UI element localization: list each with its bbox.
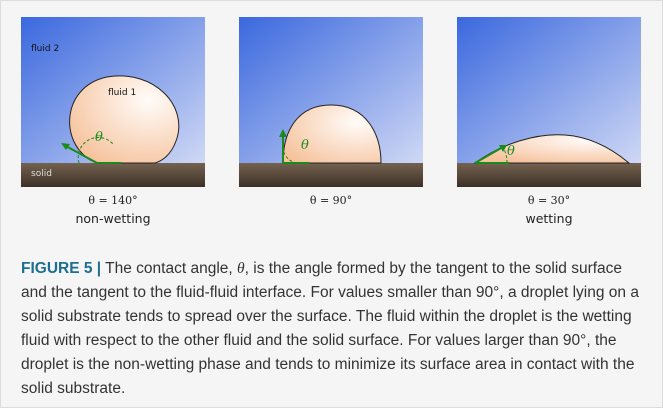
solid-substrate: [239, 163, 423, 187]
angle-value-30: θ = 30°: [527, 194, 571, 207]
theta-symbol: θ: [301, 138, 309, 153]
panel-wetting: θ: [457, 17, 641, 187]
solid-substrate: [457, 163, 641, 187]
fluid-1-label: fluid 1: [108, 88, 136, 98]
tangent-arrowhead: [61, 143, 70, 150]
contact-angle-30-diagram: θ: [457, 17, 641, 187]
tangent-line: [63, 144, 98, 164]
figure-label: FIGURE 5 |: [21, 260, 102, 277]
solid-label: solid: [31, 169, 52, 179]
fluid-2-label: fluid 2: [31, 44, 59, 54]
droplet-fluid-1: [69, 75, 180, 164]
theta-symbol: θ: [95, 130, 103, 145]
contact-angle-90-diagram: θ: [239, 17, 423, 187]
regime-wetting: wetting: [525, 211, 573, 226]
panel-neutral: θ: [239, 17, 423, 187]
theta-symbol: θ: [507, 144, 515, 159]
angle-value-90: θ = 90°: [309, 194, 353, 207]
caption-text-part-1: The contact angle,: [101, 260, 238, 277]
angle-arc: [77, 137, 114, 164]
tangent-arrowhead: [279, 129, 287, 137]
droplet-fluid-1: [282, 104, 382, 164]
tangent-arrowhead: [499, 145, 507, 152]
caption-text-part-2: , is the angle formed by the tangent to …: [21, 260, 639, 397]
panel-non-wetting: fluid 2 fluid 1 solid θ: [21, 17, 205, 187]
tangent-line: [474, 146, 504, 164]
regime-non-wetting: non-wetting: [75, 211, 151, 226]
solid-substrate: [21, 163, 205, 187]
angle-value-140: θ = 140°: [88, 194, 138, 207]
caption-theta: θ: [237, 260, 245, 277]
figure-caption: FIGURE 5 | The contact angle, θ, is the …: [21, 257, 646, 401]
contact-angle-140-diagram: fluid 2 fluid 1 solid θ: [21, 17, 205, 187]
